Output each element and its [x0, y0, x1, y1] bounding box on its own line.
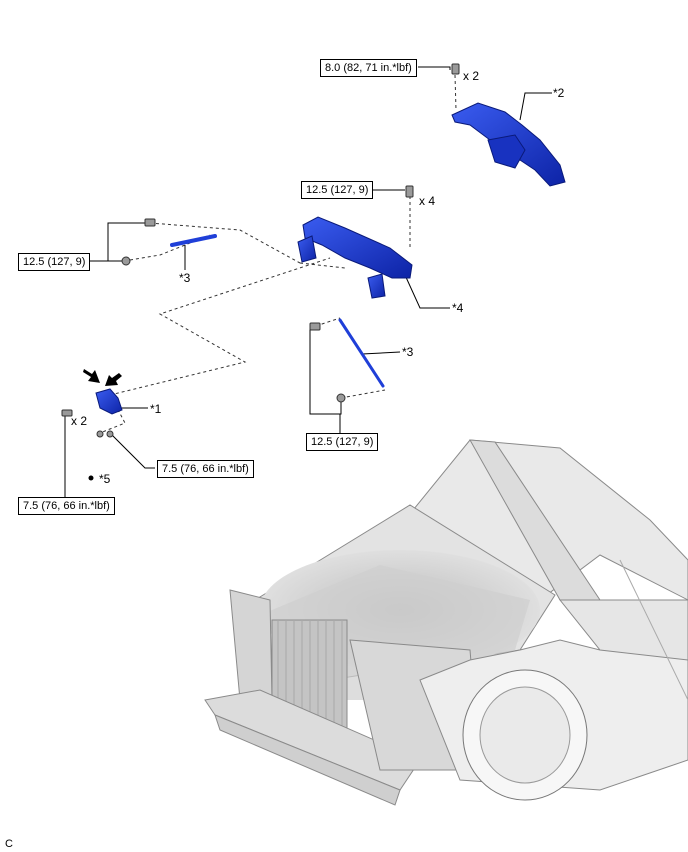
- part-3-right-rod: [338, 318, 385, 388]
- bolt-icon: [309, 322, 321, 331]
- bolts: [61, 63, 460, 438]
- illustration-code: C: [5, 838, 13, 850]
- torque-label-part1-bolt: 7.5 (76, 66 in.*lbf): [18, 497, 115, 515]
- callout-part-3-left: *3: [179, 271, 191, 285]
- quantity-part1-bolts: x 2: [71, 414, 88, 428]
- dashed-leader-lines: [99, 74, 457, 434]
- bolt-icon: [61, 409, 73, 417]
- bolt-icon: [405, 185, 414, 198]
- bolt-icon: [336, 393, 346, 403]
- torque-label-clip: 7.5 (76, 66 in.*lbf): [157, 460, 254, 478]
- vehicle-front-illustration: [204, 439, 688, 806]
- part-2-duct: [451, 102, 566, 187]
- bolt-icon: [451, 63, 460, 75]
- quantity-part4-bolts: x 4: [419, 194, 436, 208]
- callout-part-1: *1: [150, 402, 162, 416]
- clip-icon: [96, 430, 104, 438]
- callout-part-4: *4: [452, 301, 464, 315]
- callout-part-3-right: *3: [402, 345, 414, 359]
- indicator-arrows: [83, 369, 122, 386]
- bolt-icon: [144, 218, 156, 227]
- callout-part-2: *2: [553, 86, 565, 100]
- bullet-dot-5: [88, 475, 94, 481]
- part-3-left-rod: [170, 234, 217, 247]
- torque-label-part3-left-bolt: 12.5 (127, 9): [18, 253, 91, 271]
- callout-part-5: *5: [99, 472, 111, 486]
- quantity-part2-bolts: x 2: [463, 69, 480, 83]
- part-4-bracket: [297, 216, 413, 299]
- torque-label-part3-right-bolt: 12.5 (127, 9): [306, 433, 379, 451]
- torque-label-part4-bolt: 12.5 (127, 9): [301, 181, 374, 199]
- torque-label-part2-bolt: 8.0 (82, 71 in.*lbf): [320, 59, 417, 77]
- clip-icon: [106, 430, 114, 438]
- bolt-icon: [121, 256, 131, 266]
- part-1-latch: [95, 388, 123, 415]
